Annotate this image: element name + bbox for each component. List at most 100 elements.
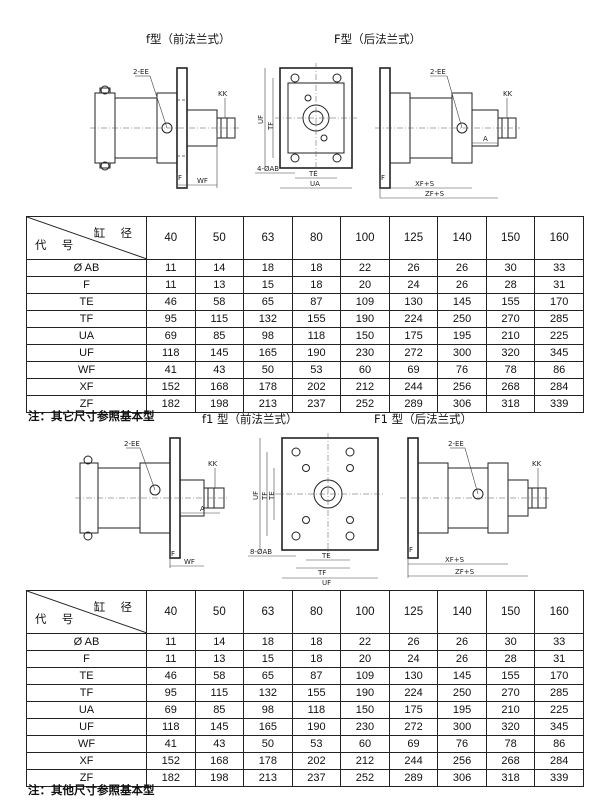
value-cell: 345 (534, 344, 584, 362)
value-cell: 190 (340, 684, 390, 702)
value-cell: 256 (437, 752, 487, 770)
value-cell: 170 (534, 293, 584, 311)
value-cell: 284 (534, 752, 584, 770)
F1-ports-label: 2-EE (448, 440, 464, 448)
corner-diagonal (27, 217, 147, 259)
f-ports-label: 2-EE (133, 68, 149, 76)
value-cell: 76 (437, 735, 487, 753)
value-cell: 43 (194, 735, 245, 753)
value-cell: 15 (243, 650, 293, 668)
value-cell: 46 (146, 293, 196, 311)
F-te-label: TE (308, 170, 318, 178)
row-code-cell: TE (26, 667, 147, 685)
value-cell: 270 (485, 684, 536, 702)
value-cell: 155 (291, 310, 342, 328)
bore-header-cell: 150 (485, 216, 536, 260)
value-cell: 155 (485, 667, 536, 685)
value-cell: 230 (340, 344, 390, 362)
value-cell: 224 (388, 310, 439, 328)
value-cell: 53 (291, 361, 342, 379)
value-cell: 212 (340, 378, 390, 396)
F-tf-label: TF (267, 122, 275, 131)
value-cell: 109 (340, 667, 390, 685)
value-cell: 46 (146, 667, 196, 685)
value-cell: 175 (388, 327, 439, 345)
value-cell: 22 (340, 633, 390, 651)
value-cell: 13 (194, 276, 245, 294)
value-cell: 76 (437, 361, 487, 379)
F-uf-label: UF (257, 115, 265, 124)
value-cell: 78 (485, 361, 536, 379)
value-cell: 65 (243, 293, 293, 311)
value-cell: 198 (194, 769, 245, 787)
value-cell: 30 (485, 259, 536, 277)
bore-header-cell: 140 (437, 216, 487, 260)
value-cell: 41 (146, 735, 196, 753)
value-cell: 318 (485, 395, 536, 413)
row-code-cell: TF (26, 310, 147, 328)
F-type-title: F型（后法兰式） (334, 32, 422, 46)
bore-header-cell: 160 (534, 590, 584, 634)
F-ua-label: UA (310, 180, 320, 188)
F-ports-label: 2-EE (430, 68, 446, 76)
value-cell: 252 (340, 769, 390, 787)
value-cell: 195 (437, 327, 487, 345)
F1-holes-label: 8-ØAB (250, 548, 272, 556)
bore-header-cell: 50 (194, 590, 245, 634)
bore-header-cell: 63 (243, 590, 293, 634)
F1-zf-label: ZF+S (455, 568, 475, 576)
code-label: 代 号 (35, 614, 80, 626)
bore-header-cell: 63 (243, 216, 293, 260)
value-cell: 118 (146, 718, 196, 736)
value-cell: 28 (485, 650, 536, 668)
f1-type-title: f1 型（前法兰式） (202, 412, 298, 426)
value-cell: 53 (291, 735, 342, 753)
value-cell: 109 (340, 293, 390, 311)
value-cell: 170 (534, 667, 584, 685)
corner-diagonal (27, 591, 147, 633)
bore-header-cell: 100 (340, 590, 390, 634)
value-cell: 256 (437, 378, 487, 396)
value-cell: 11 (146, 259, 196, 277)
value-cell: 285 (534, 684, 584, 702)
value-cell: 318 (485, 769, 536, 787)
value-cell: 252 (340, 395, 390, 413)
value-cell: 18 (291, 650, 342, 668)
f-wf-label: WF (197, 177, 208, 185)
F-type-front-view: UF TF 4-ØAB TE UA (255, 63, 357, 189)
F1-uf-h-label: UF (322, 579, 331, 587)
value-cell: 130 (388, 293, 439, 311)
value-cell: 118 (291, 701, 342, 719)
bore-header-cell: 160 (534, 216, 584, 260)
f-type-side-view: 2-EE KK F WF (90, 67, 240, 189)
value-cell: 152 (146, 378, 196, 396)
value-cell: 26 (388, 633, 439, 651)
f1-kk-label: KK (208, 460, 218, 468)
value-cell: 65 (243, 667, 293, 685)
value-cell: 14 (194, 633, 245, 651)
value-cell: 18 (291, 276, 342, 294)
value-cell: 18 (291, 259, 342, 277)
value-cell: 213 (243, 395, 293, 413)
F-a-label: A (483, 135, 488, 143)
row-code-cell: WF (26, 361, 147, 379)
value-cell: 272 (388, 718, 439, 736)
value-cell: 26 (388, 259, 439, 277)
value-cell: 22 (340, 259, 390, 277)
f1-type-side-view: 2-EE KK A F WF (75, 437, 228, 568)
value-cell: 178 (243, 378, 293, 396)
value-cell: 98 (243, 327, 293, 345)
row-code-cell: ZF (26, 395, 147, 413)
value-cell: 145 (194, 344, 245, 362)
value-cell: 155 (485, 293, 536, 311)
value-cell: 18 (291, 633, 342, 651)
